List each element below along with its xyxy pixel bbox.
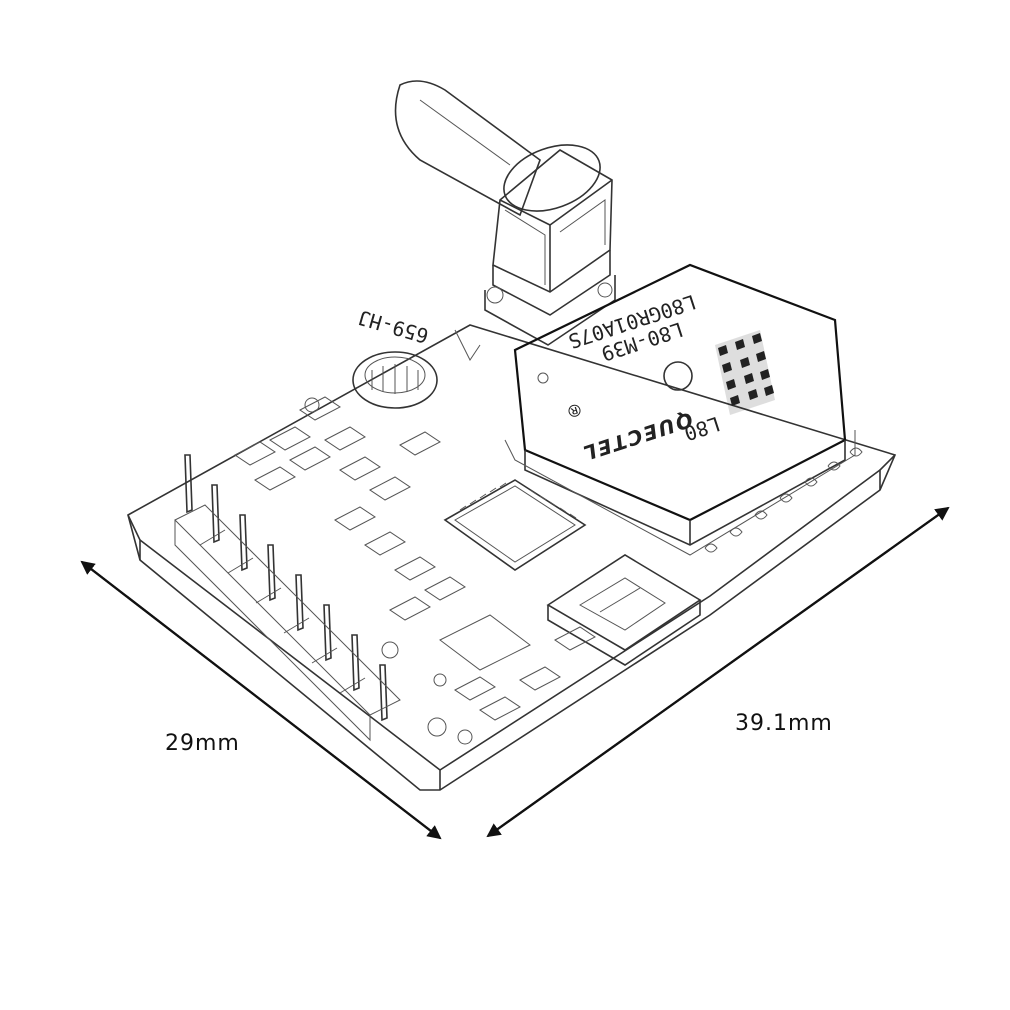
pcb-board xyxy=(127,324,897,791)
buzzer xyxy=(352,351,438,409)
qr-code xyxy=(715,330,775,415)
main-ic xyxy=(443,479,587,571)
edge-pads xyxy=(704,447,863,553)
module-brand-mark: ® xyxy=(564,397,584,424)
usb-connector xyxy=(546,554,702,666)
board-marking-text: 659-HJ xyxy=(355,305,431,348)
gps-module: L80-M39 L80GR01A07S QUECTEL ® L80 xyxy=(504,263,856,556)
module-brand: QUECTEL xyxy=(578,407,695,466)
header-pins xyxy=(174,454,401,742)
antenna-connector xyxy=(394,80,616,346)
width-dimension-label: 29mm xyxy=(165,731,240,756)
smd-components xyxy=(234,396,596,745)
dimension-arrow-width xyxy=(80,560,442,840)
dimension-arrow-length xyxy=(486,506,950,838)
board-marking: 659-HJ xyxy=(355,305,431,348)
length-dimension-label: 39.1mm xyxy=(735,711,833,736)
